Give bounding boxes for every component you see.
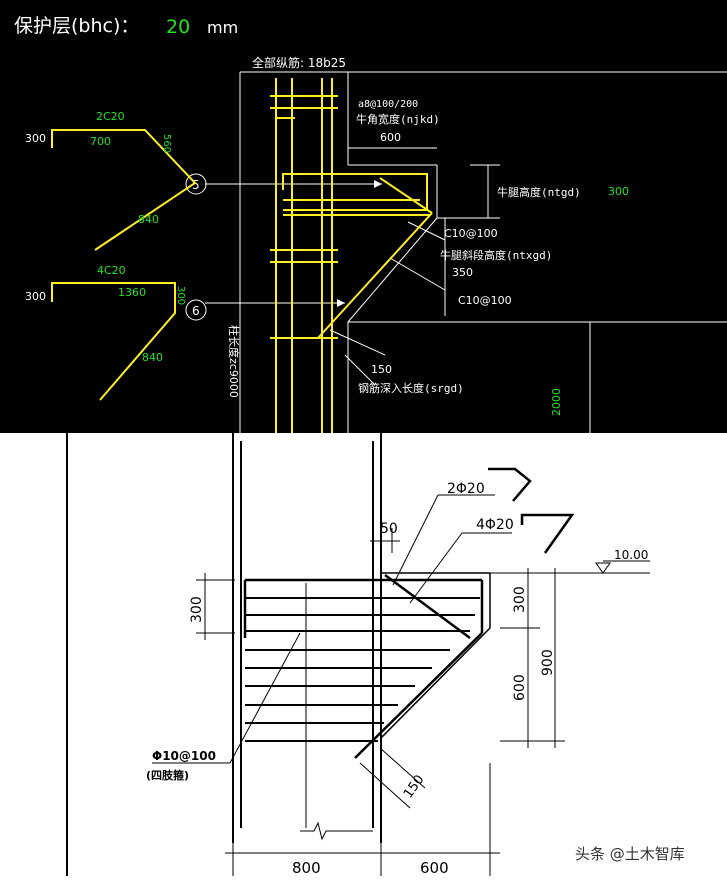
slope-label: 牛腿斜段高度(ntxgd) bbox=[440, 248, 552, 262]
stirrup-label: a8@100/200 bbox=[358, 99, 418, 110]
dim-50: 50 bbox=[380, 521, 398, 537]
cover-value[interactable]: 20 bbox=[166, 16, 190, 38]
main-bar-label: 全部纵筋: 18b25 bbox=[252, 55, 346, 70]
dim-600: 600 bbox=[512, 674, 528, 701]
bar1-d300: 300 bbox=[25, 132, 46, 145]
c10-leader-1 bbox=[407, 221, 446, 241]
bar-4phi20-label: 4Φ20 bbox=[476, 517, 514, 533]
anchor-dim-line bbox=[329, 329, 386, 356]
detail-lines bbox=[66, 433, 650, 876]
bar2-d300: 300 bbox=[25, 290, 46, 303]
anchor-leader bbox=[344, 354, 376, 386]
column-length-label: 柱长度zc9000 bbox=[227, 325, 241, 398]
height-label: 牛腿高度(ntgd) bbox=[497, 185, 581, 199]
dim-600-bottom: 600 bbox=[420, 859, 449, 876]
dim-300-left: 300 bbox=[189, 596, 205, 623]
marker-5-circle[interactable] bbox=[185, 173, 207, 195]
cover-unit: mm bbox=[207, 18, 238, 37]
dim-300-right: 300 bbox=[512, 586, 528, 613]
corbel-slope-edge bbox=[347, 217, 438, 323]
corbel-parameter-diagram: 保护层(bhc)： 20 mm 全部纵筋: 18b25 a8@ bbox=[14, 15, 727, 433]
marker-6-label: 6 bbox=[192, 304, 200, 318]
detail-drawing-white: 2Φ20 4Φ20 50 10.00 300 300 600 900 150 Φ… bbox=[0, 433, 727, 877]
dim-800: 800 bbox=[292, 859, 321, 876]
cad-view-dark: 保护层(bhc)： 20 mm 全部纵筋: 18b25 a8@ bbox=[0, 0, 727, 433]
cover-label: 保护层(bhc)： bbox=[14, 15, 139, 37]
dim-900: 900 bbox=[540, 649, 556, 676]
anchor-value[interactable]: 150 bbox=[371, 363, 392, 376]
slope-value[interactable]: 350 bbox=[452, 266, 473, 279]
bar2-d1360: 1360 bbox=[118, 286, 146, 299]
bar1-spec: 2C20 bbox=[96, 110, 125, 123]
beam-value: 2000 bbox=[550, 388, 563, 416]
elevation-label: 10.00 bbox=[614, 548, 648, 562]
marker-5-arrow bbox=[374, 180, 382, 188]
bar-shape-4c20 bbox=[51, 282, 176, 401]
marker-6-circle[interactable] bbox=[185, 299, 207, 321]
marker-5-label: 5 bbox=[192, 178, 200, 192]
c10-label-2: C10@100 bbox=[458, 294, 512, 307]
width-value[interactable]: 600 bbox=[380, 131, 401, 144]
corbel-detail-diagram: 2Φ20 4Φ20 50 10.00 300 300 600 900 150 Φ… bbox=[66, 433, 685, 877]
c10-label-1: C10@100 bbox=[444, 227, 498, 240]
rebar-group bbox=[270, 78, 433, 433]
marker-6-arrow bbox=[337, 299, 345, 307]
bar2-d840: 840 bbox=[142, 351, 163, 364]
watermark: 头条 @土木智库 bbox=[575, 845, 685, 863]
stirrup-spec: Φ10@100 bbox=[152, 749, 216, 763]
bar1-d840: 840 bbox=[138, 213, 159, 226]
height-value[interactable]: 300 bbox=[608, 185, 629, 198]
bar-2phi20-label: 2Φ20 bbox=[447, 481, 485, 497]
width-label: 牛角宽度(njkd) bbox=[356, 112, 440, 126]
bar1-d700: 700 bbox=[90, 135, 111, 148]
stirrup-note: (四肢箍) bbox=[146, 768, 189, 782]
bar2-spec: 4C20 bbox=[97, 264, 126, 277]
bar1-d560: 560 bbox=[161, 134, 172, 153]
anchor-label: 钢筋深入长度(srgd) bbox=[358, 381, 464, 395]
bar-shape-2c20 bbox=[51, 129, 197, 251]
bar2-d300b: 300 bbox=[175, 286, 186, 305]
c10-leader-2 bbox=[389, 257, 446, 291]
